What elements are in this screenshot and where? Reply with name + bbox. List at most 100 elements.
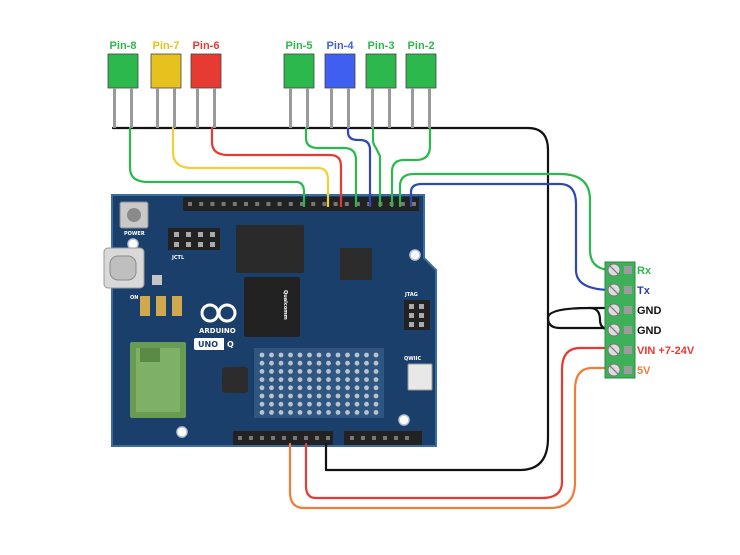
usb-c-port bbox=[109, 255, 137, 281]
matrix-led bbox=[345, 393, 350, 399]
matrix-led bbox=[259, 369, 265, 374]
header-pin bbox=[383, 436, 387, 440]
pin-3-wire bbox=[371, 126, 382, 208]
pin-label: Pin-7 bbox=[153, 40, 180, 52]
pin-module-body bbox=[107, 53, 139, 89]
jtag-header bbox=[404, 300, 430, 330]
icsp-pin bbox=[210, 242, 215, 247]
matrix-led bbox=[259, 377, 265, 382]
matrix-led bbox=[269, 369, 274, 374]
header-pin bbox=[326, 436, 330, 440]
matrix-led bbox=[297, 369, 303, 374]
header-pin bbox=[400, 202, 405, 206]
matrix-led bbox=[288, 401, 293, 407]
terminal-socket bbox=[624, 346, 632, 354]
mounting-hole bbox=[409, 249, 421, 261]
matrix-led bbox=[354, 401, 360, 407]
matrix-led bbox=[354, 352, 360, 358]
matrix-led bbox=[354, 377, 360, 382]
matrix-led bbox=[307, 360, 312, 366]
matrix-led bbox=[307, 352, 312, 358]
matrix-led bbox=[269, 401, 274, 407]
matrix-led bbox=[269, 385, 274, 391]
mounting-hole bbox=[398, 414, 410, 426]
matrix-led bbox=[307, 369, 312, 374]
model-suffix: Q bbox=[227, 340, 234, 349]
qwiic-connector bbox=[407, 363, 433, 391]
header-pin bbox=[322, 202, 327, 206]
matrix-led bbox=[326, 393, 331, 399]
matrix-led bbox=[354, 393, 360, 399]
matrix-led bbox=[288, 369, 293, 374]
matrix-led bbox=[326, 352, 331, 358]
matrix-led bbox=[326, 377, 331, 382]
header-pin bbox=[350, 436, 354, 440]
pin-label: Pin-4 bbox=[327, 40, 355, 52]
matrix-led bbox=[335, 377, 341, 382]
matrix-led bbox=[335, 401, 341, 407]
pin-module-body bbox=[283, 53, 315, 89]
pin-module-leg bbox=[371, 88, 374, 128]
pin-module-body bbox=[405, 53, 437, 89]
terminal-block-body bbox=[604, 261, 636, 379]
matrix-led bbox=[316, 393, 322, 399]
terminal-screw-slot bbox=[609, 325, 619, 335]
pin-module-3: Pin-6 bbox=[190, 40, 222, 128]
pin-module-leg bbox=[213, 88, 216, 128]
header-pin bbox=[221, 202, 226, 206]
qualcomm-chip-label: Qualcomm bbox=[282, 290, 288, 320]
matrix-led bbox=[259, 393, 265, 399]
arduino-board: POWER ON JCTL Qualcomm ARDUINO UNO bbox=[103, 194, 437, 447]
matrix-led bbox=[307, 401, 312, 407]
matrix-led bbox=[326, 401, 331, 407]
jtag-pin bbox=[419, 322, 424, 327]
matrix-led bbox=[297, 352, 303, 358]
model-suffix-box bbox=[224, 338, 236, 350]
pin-2-wire bbox=[390, 126, 432, 208]
terminal-screw-slot bbox=[609, 345, 619, 355]
pin-label: Pin-2 bbox=[408, 40, 435, 52]
tx-wire bbox=[409, 182, 614, 292]
matrix-led bbox=[316, 410, 322, 415]
header-pin bbox=[405, 436, 409, 440]
matrix-led bbox=[364, 410, 369, 415]
matrix-led bbox=[297, 410, 303, 415]
terminal-screw-slot bbox=[609, 365, 619, 375]
pin-5-wire bbox=[304, 126, 358, 208]
matrix-led bbox=[288, 360, 293, 366]
icsp-pin bbox=[198, 232, 203, 237]
pin-module-leg bbox=[289, 88, 292, 128]
header-pin bbox=[356, 202, 360, 206]
terminal-socket bbox=[624, 266, 632, 274]
terminal-label: Rx bbox=[637, 265, 652, 277]
matrix-led bbox=[269, 393, 274, 399]
rx-wire bbox=[398, 172, 614, 272]
matrix-led bbox=[364, 360, 369, 366]
matrix-led bbox=[307, 393, 312, 399]
component bbox=[140, 296, 150, 316]
matrix-led bbox=[316, 352, 322, 358]
matrix-led bbox=[278, 410, 284, 415]
header-pin bbox=[199, 202, 204, 206]
header-pin bbox=[300, 202, 304, 206]
jtag-pin bbox=[419, 313, 424, 318]
icsp-pin bbox=[210, 232, 215, 237]
terminal-screw-slot bbox=[609, 305, 619, 315]
matrix-led bbox=[326, 410, 331, 415]
terminal-socket bbox=[624, 366, 632, 374]
matrix-led bbox=[288, 352, 293, 358]
header-pin bbox=[249, 436, 253, 440]
matrix-led bbox=[259, 385, 265, 391]
pin-module-body bbox=[365, 53, 397, 89]
ground-wire-2 bbox=[546, 306, 614, 320]
matrix-led bbox=[288, 377, 293, 382]
matrix-led bbox=[297, 401, 303, 407]
terminal-label: 5V bbox=[637, 365, 651, 377]
matrix-led bbox=[345, 410, 350, 415]
matrix-led bbox=[269, 410, 274, 415]
matrix-led bbox=[335, 393, 341, 399]
matrix-led bbox=[354, 360, 360, 366]
matrix-led bbox=[326, 360, 331, 366]
